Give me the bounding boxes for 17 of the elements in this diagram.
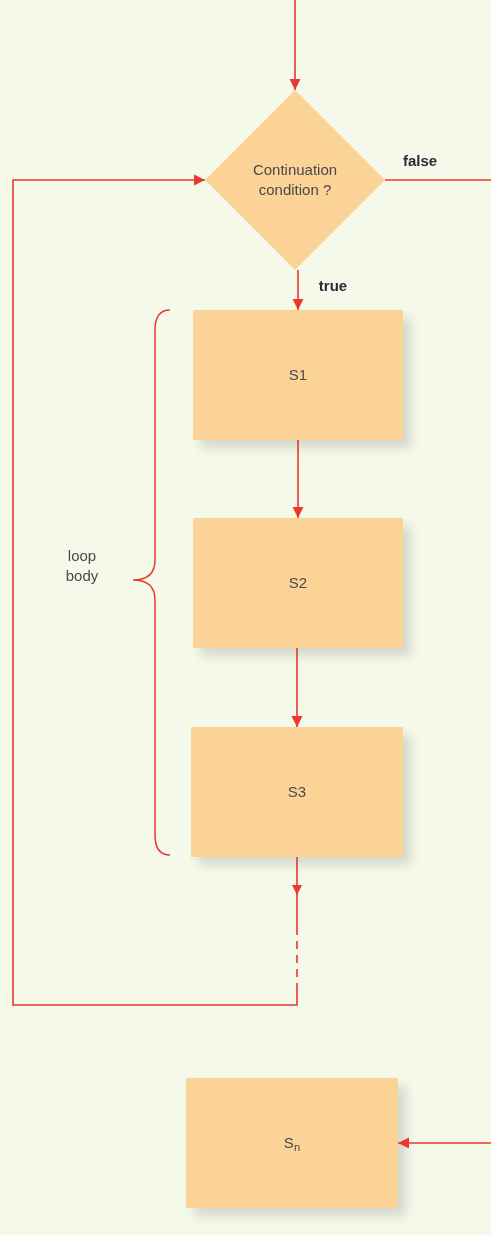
condition-text: Continuation condition ? [251, 160, 339, 200]
statement-text: S2 [288, 573, 308, 593]
decision-diamond [205, 90, 385, 270]
arrow [292, 269, 304, 311]
arrow [397, 1137, 491, 1149]
statement-text: S1 [288, 365, 308, 385]
arrow [289, 0, 301, 91]
statement-text: S$_{n}$ [283, 1133, 301, 1153]
arrow [291, 647, 303, 728]
arrow [292, 439, 304, 519]
process-box [193, 518, 403, 648]
loop-back-arrow [12, 174, 302, 1006]
statement-text: S3 [287, 782, 307, 802]
process-box [186, 1078, 398, 1208]
brace-label: loop body [64, 546, 100, 586]
process-box [191, 727, 403, 857]
process-box [193, 310, 403, 440]
